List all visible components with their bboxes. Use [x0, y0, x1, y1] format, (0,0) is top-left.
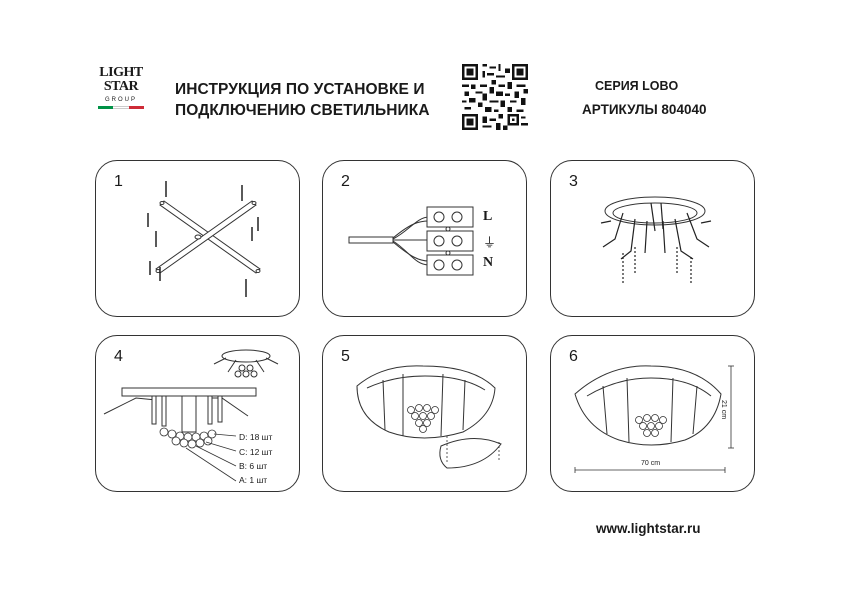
legend-c: C: 12 шт	[239, 447, 273, 457]
step-number: 5	[341, 348, 350, 365]
height-label: 21 cm	[720, 400, 727, 420]
mounting-bracket-illustration	[147, 181, 261, 297]
crystal-mounting-illustration	[103, 349, 279, 482]
title-line1: ИНСТРУКЦИЯ ПО УСТАНОВКЕ И	[175, 81, 425, 98]
logo-line3: GROUP	[104, 97, 137, 103]
arm-assembly-illustration	[600, 196, 712, 285]
logo-line1: LIGHT	[99, 65, 143, 80]
flag-stripe	[98, 106, 144, 109]
legend-b: B: 6 шт	[239, 461, 268, 471]
wiring-illustration	[348, 206, 474, 276]
terminal-label-ground: ⏚	[483, 235, 497, 250]
step-4-panel: 4 D: 18 шт C: 12 шт B: 6 шт A: 1 шт	[95, 335, 300, 492]
terminal-label-l: L	[483, 209, 493, 224]
legend-d: D: 18 шт	[239, 432, 273, 442]
width-label: 70 cm	[641, 460, 661, 467]
document-title: ИНСТРУКЦИЯ ПО УСТАНОВКЕ И ПОДКЛЮЧЕНИЮ СВ…	[175, 79, 455, 121]
title-line2: ПОДКЛЮЧЕНИЮ СВЕТИЛЬНИКА	[175, 102, 430, 119]
step-number: 3	[569, 173, 578, 190]
qr-code	[462, 64, 528, 130]
website-link[interactable]: www.lightstar.ru	[596, 521, 701, 536]
step-1-panel: 1	[95, 160, 300, 317]
series-label: СЕРИЯ LOBO	[595, 79, 679, 93]
step-number: 1	[114, 173, 123, 190]
step-number: 4	[114, 348, 123, 365]
step-number: 2	[341, 173, 350, 190]
article-number: АРТИКУЛЫ 804040	[582, 102, 707, 117]
shade-installation-illustration	[356, 365, 502, 469]
step-2-panel: 2 L ⏚ N	[322, 160, 527, 317]
step-6-panel: 6 70 cm 21 cm	[550, 335, 755, 492]
step-number: 6	[569, 348, 578, 365]
terminal-label-n: N	[483, 255, 494, 270]
legend-a: A: 1 шт	[239, 475, 268, 485]
brand-logo: LIGHT STAR GROUP	[96, 66, 146, 124]
step-3-panel: 3	[550, 160, 755, 317]
step-5-panel: 5	[322, 335, 527, 492]
logo-line2: STAR	[103, 79, 139, 94]
dimensions-illustration	[574, 365, 734, 473]
